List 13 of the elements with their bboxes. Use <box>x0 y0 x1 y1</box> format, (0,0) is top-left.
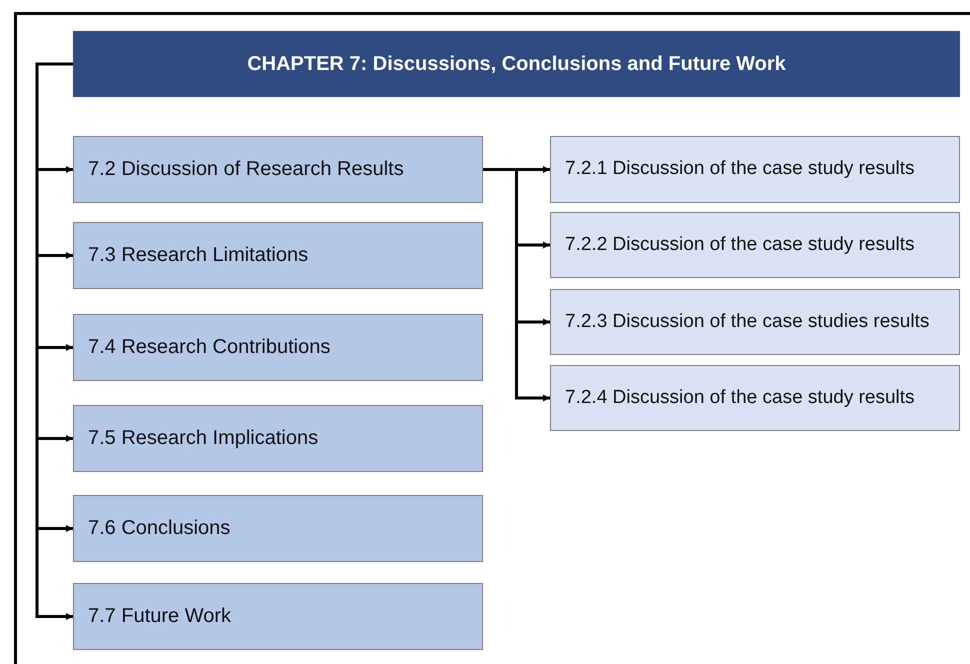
section-box: 7.6 Conclusions <box>73 495 483 562</box>
subsection-box: 7.2.3 Discussion of the case studies results <box>550 289 960 355</box>
section-box: 7.2 Discussion of Research Results <box>73 136 483 203</box>
section-box: 7.3 Research Limitations <box>73 222 483 289</box>
chapter-header-box: CHAPTER 7: Discussions, Conclusions and Future Work <box>73 31 960 97</box>
subsection-box: 7.2.2 Discussion of the case study results <box>550 212 960 278</box>
subsection-box: 7.2.1 Discussion of the case study results <box>550 136 960 203</box>
section-box: 7.7 Future Work <box>73 583 483 650</box>
section-box: 7.5 Research Implications <box>73 405 483 472</box>
section-box: 7.4 Research Contributions <box>73 314 483 381</box>
subsection-box: 7.2.4 Discussion of the case study results <box>550 365 960 431</box>
connector-arrow <box>36 62 73 620</box>
connector-arrow <box>483 168 550 402</box>
